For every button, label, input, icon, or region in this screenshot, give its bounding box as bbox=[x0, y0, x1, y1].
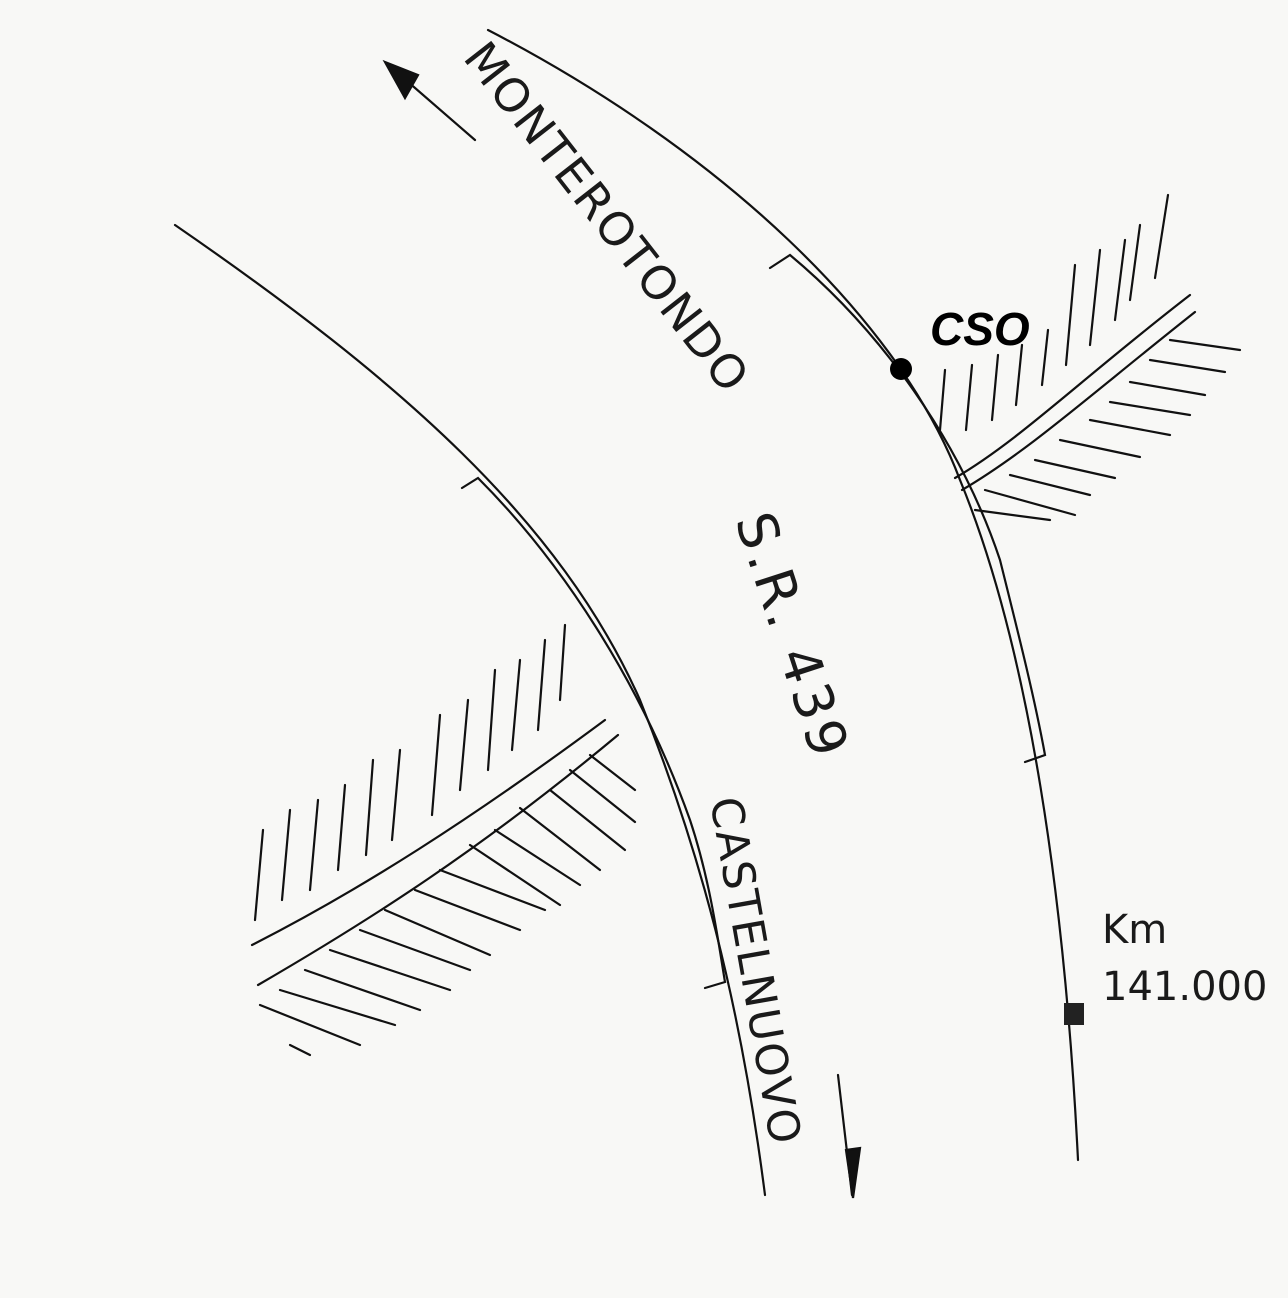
guardrail-left bbox=[460, 476, 727, 990]
direction-label-castelnuovo: CASTELNUOVO bbox=[699, 793, 811, 1149]
stream-lower-left bbox=[250, 718, 607, 947]
km-value: 141.000 bbox=[1102, 964, 1267, 1010]
embankment-hatching-upper-bottom bbox=[973, 338, 1242, 522]
cso-label: CSO bbox=[930, 303, 1030, 355]
road-label: S.R. 439 bbox=[723, 505, 862, 768]
guardrail-right bbox=[768, 253, 1047, 764]
stream-upper-right bbox=[953, 293, 1192, 480]
road-edge-left bbox=[173, 223, 767, 1197]
km-post-marker bbox=[1064, 1003, 1084, 1025]
embankment-hatching-lower-bottom bbox=[258, 753, 637, 1057]
embankment-hatching-upper-top bbox=[938, 193, 1170, 432]
cso-point-marker bbox=[890, 358, 912, 380]
direction-label-monterotondo: MONTEROTONDO bbox=[453, 32, 760, 404]
embankment-hatching-lower-top bbox=[253, 623, 567, 922]
km-label: Km bbox=[1102, 907, 1167, 953]
road-edge-right bbox=[486, 28, 1080, 1162]
